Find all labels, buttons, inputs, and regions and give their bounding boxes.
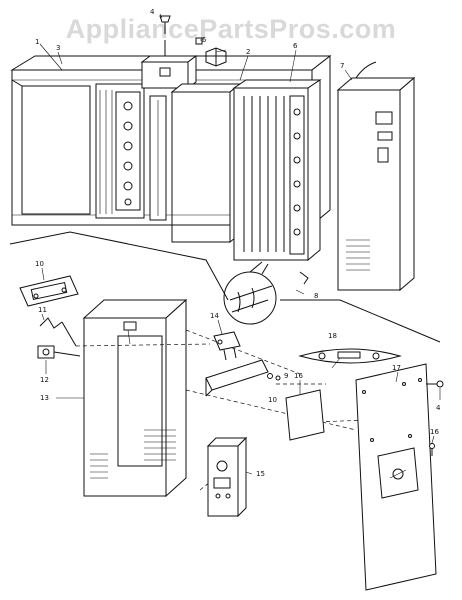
callout-7: 7 [340, 62, 344, 70]
door-switch [37, 345, 81, 359]
callout-2: 2 [246, 48, 250, 56]
relay-component [213, 331, 241, 361]
callout-4-right: 4 [436, 404, 441, 412]
callout-8: 8 [314, 292, 318, 300]
callout-leaders [39, 13, 441, 475]
door-screw-upper [426, 380, 444, 388]
callout-15: 15 [256, 470, 265, 478]
callout-4-top: 4 [150, 8, 155, 16]
transformer-box [140, 15, 227, 89]
callout-12: 12 [40, 376, 49, 384]
callout-1: 1 [35, 38, 39, 46]
callout-10-top: 10 [35, 260, 44, 268]
callout-17: 17 [392, 364, 401, 372]
callout-11: 11 [38, 306, 47, 314]
access-door [355, 363, 437, 591]
callout-10-mid: 10 [268, 396, 277, 404]
label-plate [298, 348, 402, 364]
callout-16-right: 16 [430, 428, 439, 436]
callout-14: 14 [210, 312, 219, 320]
angle-bracket [205, 359, 281, 397]
high-voltage-module [206, 436, 248, 518]
prefilter-plate [285, 389, 325, 441]
callout-labels: 1 3 4 5 2 6 7 8 10 11 12 13 14 9 10 15 1… [35, 8, 441, 478]
door-screw-lower [429, 443, 435, 456]
control-module [336, 61, 416, 292]
assembly-separator-line-right [280, 299, 441, 343]
assembly-separator-line [9, 231, 229, 301]
left-electronic-cell [95, 83, 167, 221]
callout-6: 6 [293, 42, 298, 50]
lower-cabinet [82, 298, 188, 498]
callout-13: 13 [40, 394, 49, 402]
callout-18: 18 [328, 332, 337, 340]
callout-3: 3 [56, 44, 60, 52]
right-electronic-cell [232, 79, 322, 262]
callout-5: 5 [202, 36, 206, 44]
mounting-bracket [19, 275, 79, 307]
callout-16-left: 16 [294, 372, 303, 380]
detail-magnifier [223, 261, 309, 325]
callout-9: 9 [284, 372, 288, 380]
spring-clip [39, 317, 77, 347]
left-filter-panel [11, 79, 91, 215]
